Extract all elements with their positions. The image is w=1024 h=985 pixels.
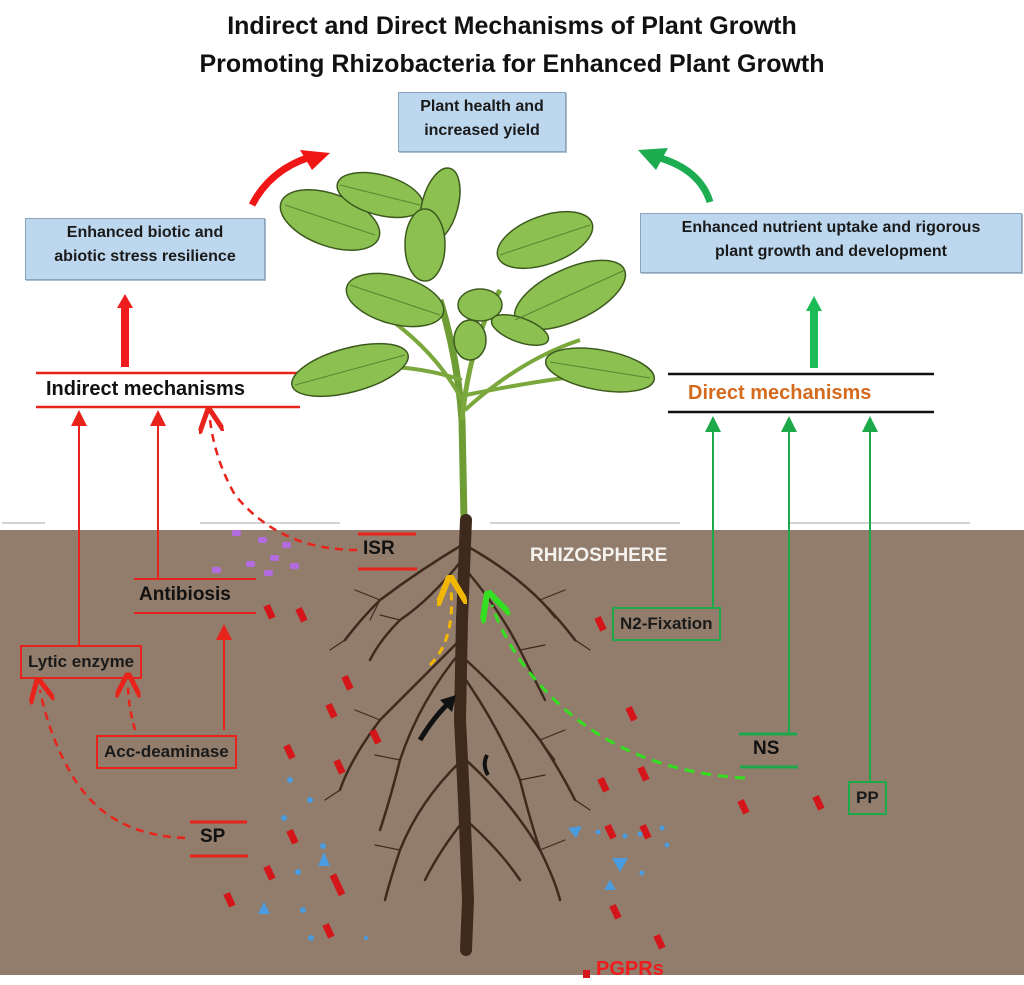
pgprs-label: PGPRs: [596, 958, 664, 980]
outcome-plant-health-box: Plant health and increased yield: [398, 92, 566, 152]
soil-rhizosphere-area: [0, 530, 1024, 975]
diagram-title-line2: Promoting Rhizobacteria for Enhanced Pla…: [199, 50, 825, 78]
red-up-arrow-icon: [121, 305, 129, 367]
black-root-small-arrow-icon: [482, 754, 490, 777]
red-dashed-isr-arrow-icon: [210, 420, 358, 552]
red-up-arrowhead-icon: [117, 294, 133, 308]
rhizosphere-label: RHIZOSPHERE: [530, 545, 668, 566]
red-dashed-sp-to-lytic-arrow-icon: [40, 690, 186, 840]
indirect-item-acc-deaminase: Acc-deaminase: [96, 735, 237, 769]
outcome-plant-health-line1: Plant health and: [420, 98, 544, 115]
yellow-dashed-arrow-icon: [428, 590, 452, 667]
outcome-plant-health-line2: increased yield: [424, 122, 540, 139]
direct-item-n2-fixation: N2-Fixation: [612, 607, 721, 641]
green-dashed-nutrient-arrow-icon: [492, 605, 746, 780]
direct-connectors: [705, 416, 878, 781]
indirect-connectors: [71, 410, 417, 858]
outcome-stress-line1: Enhanced biotic and: [66, 224, 224, 241]
pgpr-bacteria: [223, 603, 825, 978]
outcome-stress-resilience-box: Enhanced biotic and abiotic stress resil…: [25, 218, 265, 280]
indirect-mechanisms-heading: Indirect mechanisms: [46, 378, 245, 400]
blue-particles: [258, 777, 670, 941]
indirect-item-antibiosis: Antibiosis: [139, 584, 231, 605]
black-root-arrowhead-icon: [440, 695, 456, 712]
red-dashed-acc-to-lytic-arrow-icon: [128, 685, 135, 731]
green-up-arrowhead-icon: [806, 296, 822, 311]
direct-item-pp: PP: [848, 781, 887, 815]
outcome-nutrient-line2: plant growth and development: [714, 243, 947, 260]
diagram-title-line1: Indirect and Direct Mechanisms of Plant …: [227, 12, 797, 40]
green-curved-arrowhead-icon: [638, 148, 668, 170]
green-curved-arrow-icon: [658, 154, 714, 204]
isr-signal-particles: [212, 530, 299, 576]
indirect-item-isr: ISR: [363, 538, 395, 559]
root-system-icon: [324, 514, 591, 956]
outcome-nutrient-line1: Enhanced nutrient uptake and rigorous: [681, 219, 981, 236]
direct-item-ns: NS: [753, 738, 780, 759]
indirect-item-sp: SP: [200, 826, 226, 847]
red-curved-arrow-icon: [248, 153, 312, 207]
direct-mechanisms-heading: Direct mechanisms: [688, 382, 872, 404]
outcome-stress-line2: abiotic stress resilience: [54, 248, 236, 265]
tomato-plant-illustration-icon: [279, 167, 656, 521]
red-curved-arrowhead-icon: [300, 150, 330, 170]
green-up-arrow-icon: [810, 308, 818, 368]
outcome-nutrient-uptake-box: Enhanced nutrient uptake and rigorous pl…: [640, 213, 1022, 273]
indirect-item-lytic-enzyme: Lytic enzyme: [20, 645, 143, 679]
